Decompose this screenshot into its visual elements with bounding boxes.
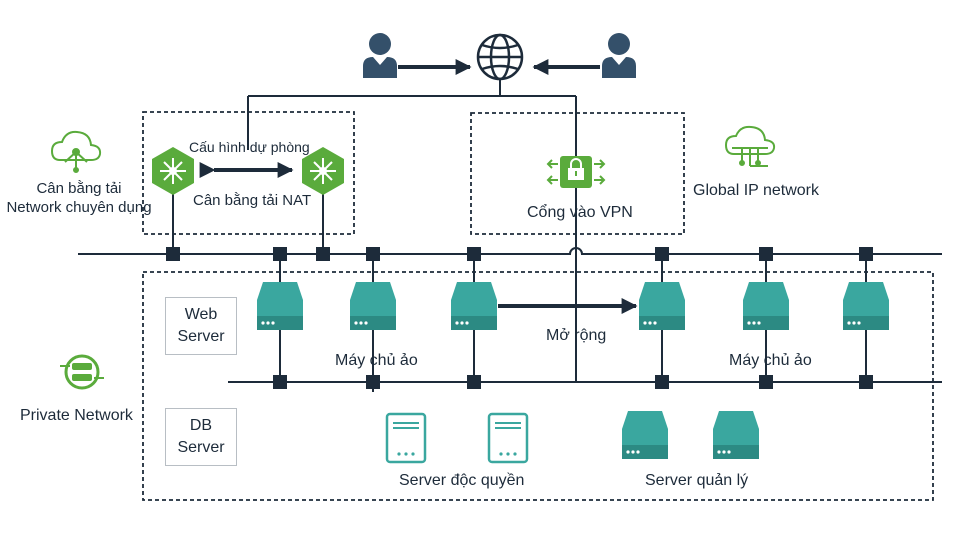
server-icon [713,411,759,459]
server-icon [487,412,529,464]
private-network-label: Private Network [20,407,133,424]
dedicated-lb-label: Cân bằng tải Network chuyên dụng [6,180,152,216]
server-icon [350,282,396,330]
server-icon [622,411,668,459]
user-icon [363,33,397,78]
server-icon [385,412,427,464]
vpn-gateway-label: Cổng vào VPN [527,204,633,221]
global-line-ports [166,247,873,261]
network-switch-icon [60,354,104,390]
server-icon [639,282,685,330]
dedicated-server-label: Server độc quyền [399,472,525,489]
cloud-network-icon [50,130,102,173]
private-line-ports [273,375,873,389]
server-icon [843,282,889,330]
global-ip-label: Global IP network [693,182,819,199]
user-icon [602,33,636,78]
server-icon [451,282,497,330]
global-network-line [78,247,942,255]
web-server-label: Web Server [165,297,237,355]
server-icon [257,282,303,330]
internet-links [247,78,577,156]
vm-right-label: Máy chủ ảo [729,352,812,369]
private-network-group [142,271,934,501]
managed-server-label: Server quản lý [645,472,749,489]
vm-left-label: Máy chủ ảo [335,352,418,369]
vpn-group [470,112,685,235]
globe-icon [476,33,524,81]
cloud-network-icon [724,125,776,167]
load-balancer-icon [302,147,344,195]
backup-config-label: Cấu hình dự phòng [189,139,310,155]
server-icon [743,282,789,330]
db-server-label: DB Server [165,408,237,466]
vpn-lock-icon [546,156,606,188]
load-balancer-icon [152,147,194,195]
nat-lb-label: Cân bằng tải NAT [193,192,312,209]
expand-label: Mở rộng [546,327,607,344]
